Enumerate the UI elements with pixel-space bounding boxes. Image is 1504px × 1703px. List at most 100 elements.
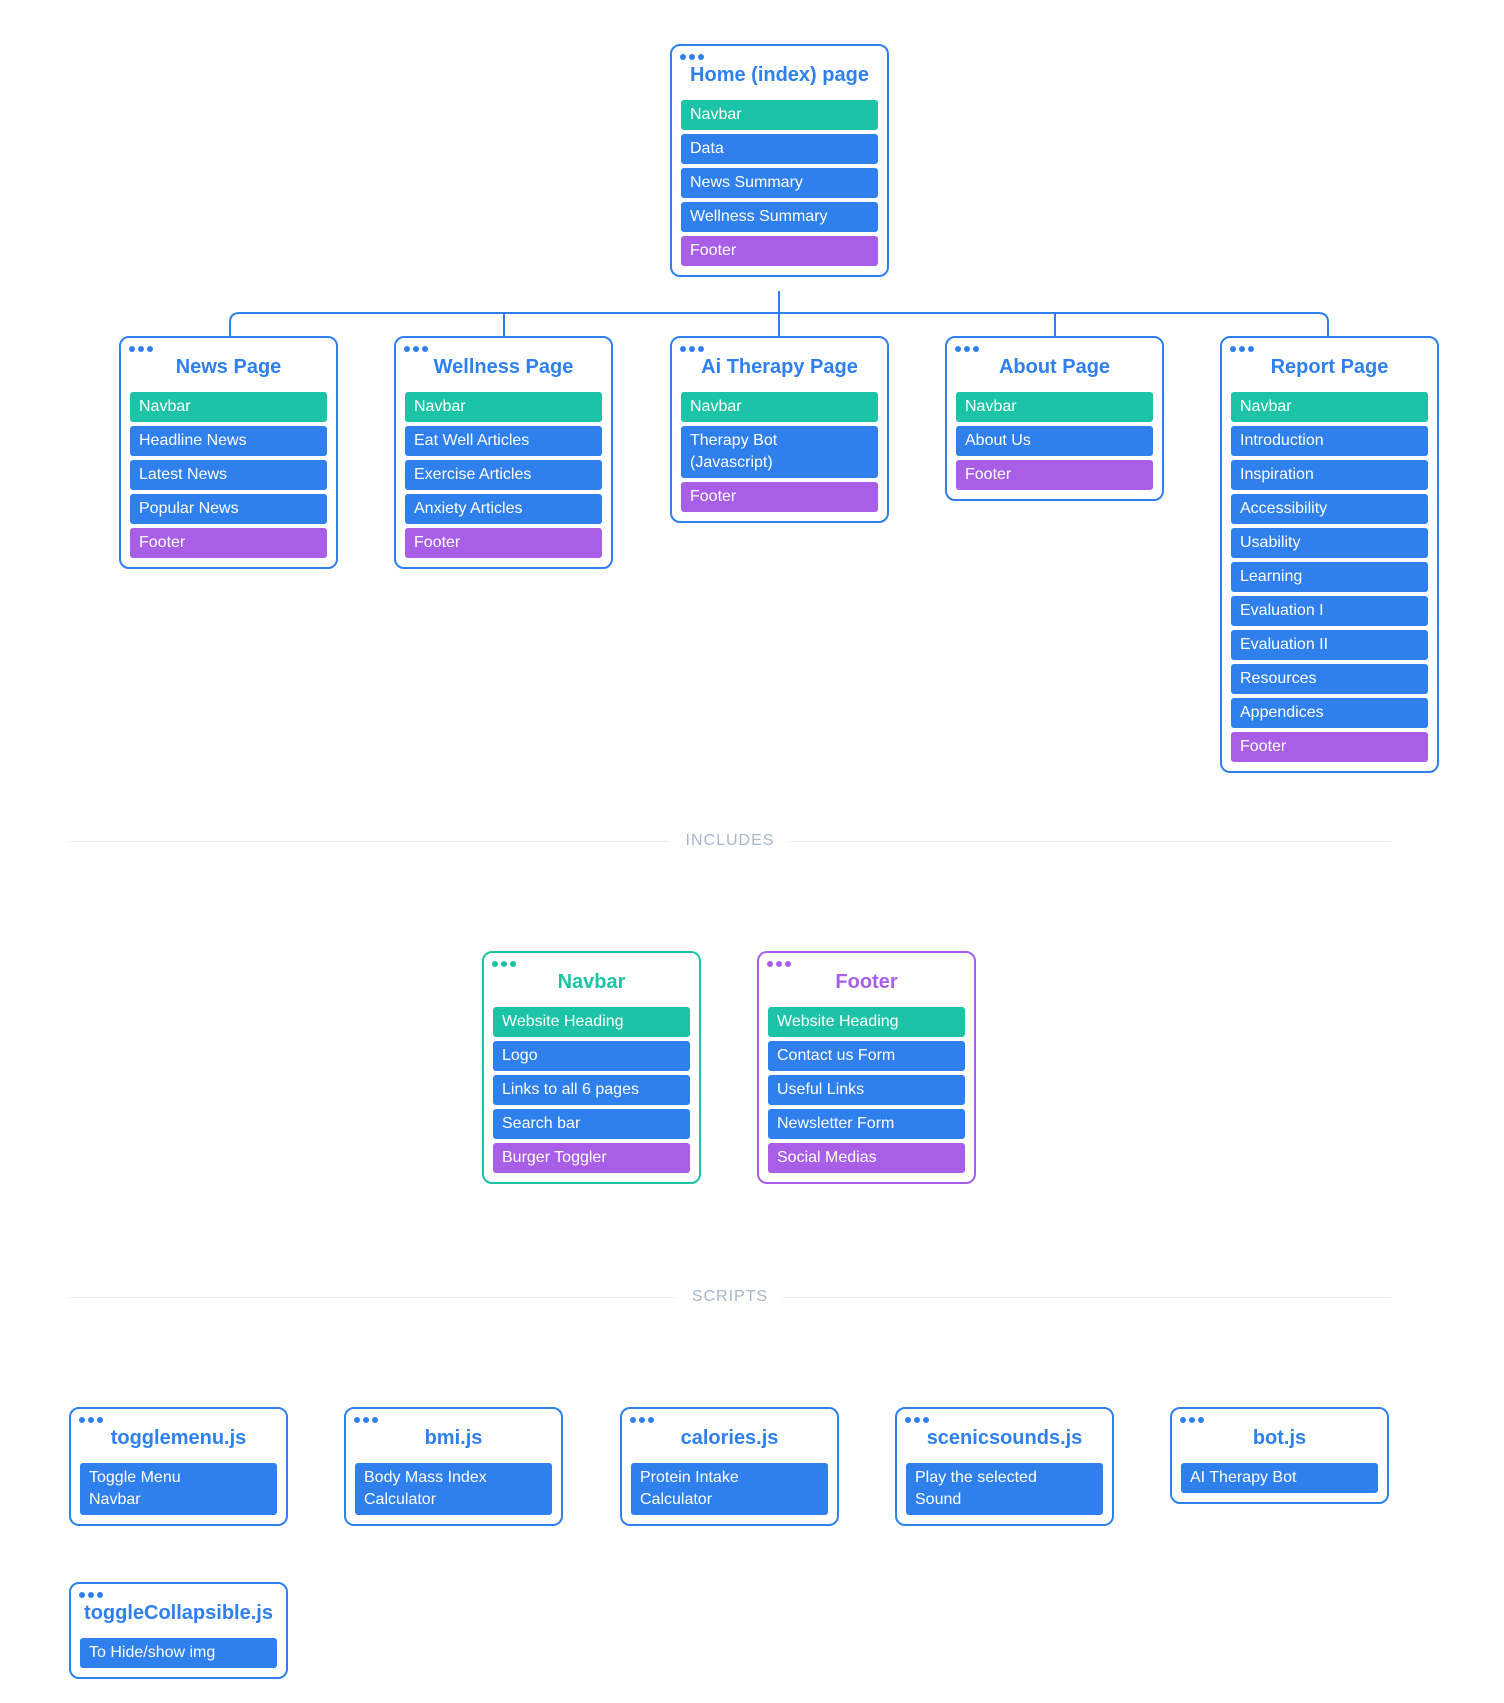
item-website-heading: Website Heading: [493, 1007, 690, 1037]
item-navbar: Navbar: [681, 392, 878, 422]
item-evaluation-ii: Evaluation II: [1231, 630, 1428, 660]
card-items: Protein Intake Calculator: [631, 1463, 828, 1515]
card-title: Footer: [835, 971, 898, 993]
card-items: AI Therapy Bot: [1181, 1463, 1378, 1493]
window-dots-icon: [492, 961, 519, 967]
card-items: Toggle Menu Navbar: [80, 1463, 277, 1515]
includes-label: INCLUDES: [671, 832, 789, 849]
window-dots-icon: [79, 1592, 106, 1598]
item-social-medias: Social Medias: [768, 1143, 965, 1173]
item-links-to-all-6-pages: Links to all 6 pages: [493, 1075, 690, 1105]
window-dots-icon: [767, 961, 794, 967]
item-protein-intake-calculator: Protein Intake Calculator: [631, 1463, 828, 1515]
item-useful-links: Useful Links: [768, 1075, 965, 1105]
item-news-summary: News Summary: [681, 168, 878, 198]
includes-divider: INCLUDES: [69, 832, 1391, 849]
item-search-bar: Search bar: [493, 1109, 690, 1139]
item-ai-therapy-bot: AI Therapy Bot: [1181, 1463, 1378, 1493]
item-therapy-bot-javascript: Therapy Bot (Javascript): [681, 426, 878, 478]
window-dots-icon: [129, 346, 156, 352]
item-about-us: About Us: [956, 426, 1153, 456]
window-dots-icon: [354, 1417, 381, 1423]
item-website-heading: Website Heading: [768, 1007, 965, 1037]
scripts-label: SCRIPTS: [677, 1288, 783, 1305]
item-body-mass-index-calculator: Body Mass Index Calculator: [355, 1463, 552, 1515]
togglemenu-script-card: togglemenu.js Toggle Menu Navbar: [69, 1407, 288, 1526]
item-contact-us-form: Contact us Form: [768, 1041, 965, 1071]
item-learning: Learning: [1231, 562, 1428, 592]
card-items: To Hide/show img: [80, 1638, 277, 1668]
item-headline-news: Headline News: [130, 426, 327, 456]
item-to-hide-show-img: To Hide/show img: [80, 1638, 277, 1668]
card-title: bmi.js: [424, 1427, 483, 1449]
item-footer: Footer: [956, 460, 1153, 490]
card-title: Navbar: [557, 971, 626, 993]
card-title: About Page: [998, 356, 1111, 378]
item-navbar: Navbar: [1231, 392, 1428, 422]
card-items: Play the selected Sound: [906, 1463, 1103, 1515]
bmi-script-card: bmi.js Body Mass Index Calculator: [344, 1407, 563, 1526]
window-dots-icon: [1230, 346, 1257, 352]
item-wellness-summary: Wellness Summary: [681, 202, 878, 232]
scenicsounds-script-card: scenicsounds.js Play the selected Sound: [895, 1407, 1114, 1526]
item-eat-well-articles: Eat Well Articles: [405, 426, 602, 456]
bot-script-card: bot.js AI Therapy Bot: [1170, 1407, 1389, 1504]
item-navbar: Navbar: [681, 100, 878, 130]
item-logo: Logo: [493, 1041, 690, 1071]
window-dots-icon: [680, 54, 707, 60]
card-title: Wellness Page: [433, 356, 574, 378]
item-anxiety-articles: Anxiety Articles: [405, 494, 602, 524]
card-title: scenicsounds.js: [926, 1427, 1083, 1449]
calories-script-card: calories.js Protein Intake Calculator: [620, 1407, 839, 1526]
item-footer: Footer: [681, 236, 878, 266]
window-dots-icon: [79, 1417, 106, 1423]
item-play-the-selected-sound: Play the selected Sound: [906, 1463, 1103, 1515]
item-data: Data: [681, 134, 878, 164]
item-evaluation-i: Evaluation I: [1231, 596, 1428, 626]
item-toggle-menu-navbar: Toggle Menu Navbar: [80, 1463, 277, 1515]
item-footer: Footer: [681, 482, 878, 512]
card-title: Ai Therapy Page: [701, 356, 858, 378]
card-title: Home (index) page: [690, 64, 869, 86]
card-title: calories.js: [680, 1427, 779, 1449]
window-dots-icon: [404, 346, 431, 352]
card-title: Report Page: [1270, 356, 1389, 378]
item-popular-news: Popular News: [130, 494, 327, 524]
item-appendices: Appendices: [1231, 698, 1428, 728]
window-dots-icon: [905, 1417, 932, 1423]
card-title: togglemenu.js: [110, 1427, 247, 1449]
item-inspiration: Inspiration: [1231, 460, 1428, 490]
card-items: Body Mass Index Calculator: [355, 1463, 552, 1515]
window-dots-icon: [630, 1417, 657, 1423]
item-usability: Usability: [1231, 528, 1428, 558]
item-footer: Footer: [405, 528, 602, 558]
item-newsletter-form: Newsletter Form: [768, 1109, 965, 1139]
card-title: toggleCollapsible.js: [84, 1602, 273, 1624]
scripts-divider: SCRIPTS: [69, 1288, 1391, 1305]
item-burger-toggler: Burger Toggler: [493, 1143, 690, 1173]
item-navbar: Navbar: [956, 392, 1153, 422]
togglecollapsible-script-card: toggleCollapsible.js To Hide/show img: [69, 1582, 288, 1679]
window-dots-icon: [955, 346, 982, 352]
item-latest-news: Latest News: [130, 460, 327, 490]
card-title: bot.js: [1252, 1427, 1307, 1449]
item-introduction: Introduction: [1231, 426, 1428, 456]
item-footer: Footer: [130, 528, 327, 558]
